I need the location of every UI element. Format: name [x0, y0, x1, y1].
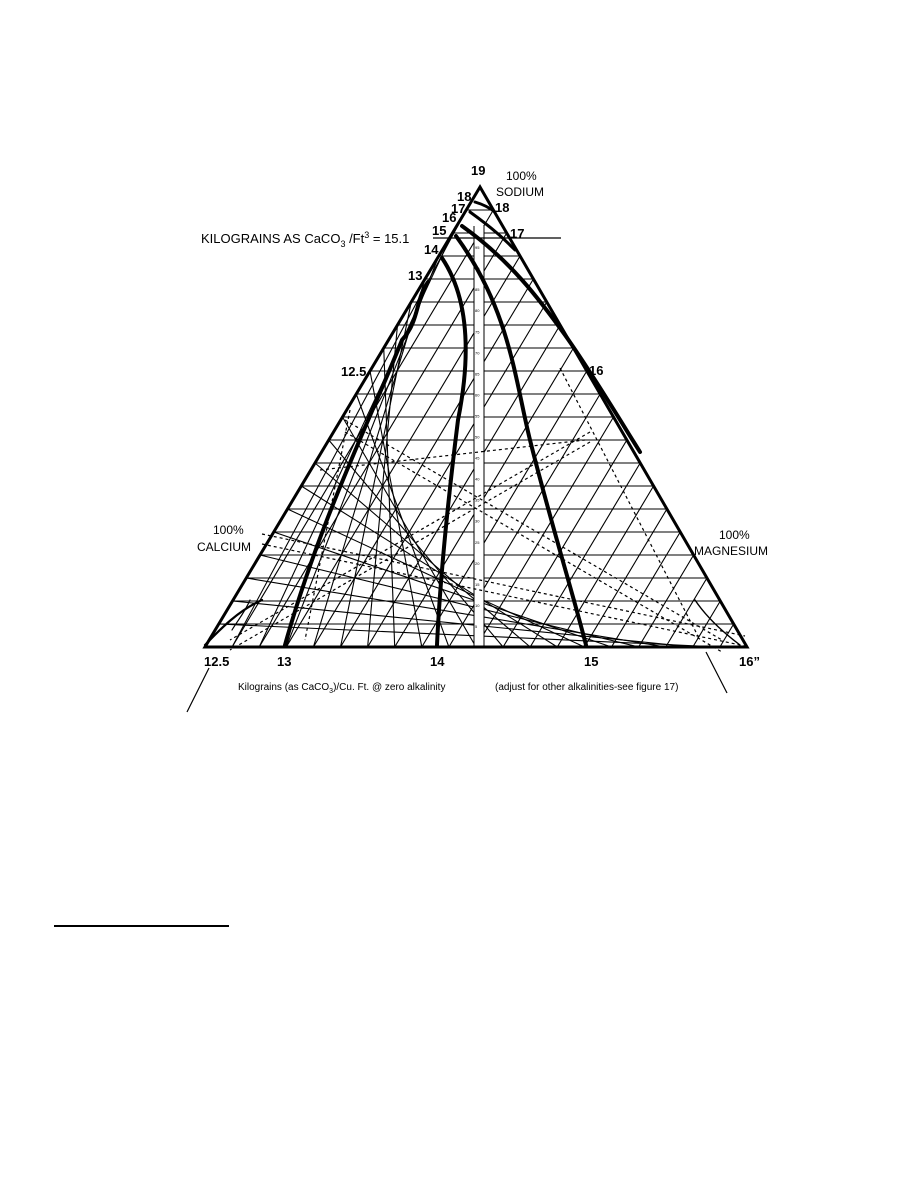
- grid-line-falling: [342, 416, 477, 648]
- dashed-band-line: [261, 533, 746, 637]
- triangle-outline: [202, 184, 750, 649]
- curve-13: [283, 280, 430, 647]
- magnesium-label-percent: 100%: [719, 528, 750, 542]
- capacity-title: KILOGRAINS AS CaCO3 /Ft3 = 15.1: [201, 230, 409, 249]
- calcium-label-percent: 100%: [213, 523, 244, 537]
- grid-line-rising: [475, 416, 614, 648]
- center-scale-tick-label: 55: [475, 413, 480, 418]
- grid-line-rising: [692, 600, 721, 648]
- curve-15: [454, 234, 588, 647]
- grid-line-rising: [502, 439, 628, 648]
- curve-label-bottom-13: 13: [277, 654, 291, 669]
- dashed-bands: [229, 367, 746, 653]
- grid-line-rising: [665, 577, 708, 648]
- center-scale-tick-label: 35: [475, 498, 480, 503]
- curve-label-left-15: 15: [432, 223, 446, 238]
- right-extension-line: [705, 651, 728, 694]
- curve-12-5-inner: [231, 599, 251, 631]
- center-scale-tick-label: 40: [475, 477, 480, 482]
- dashed-band-line: [261, 543, 746, 647]
- caption-left: Kilograins (as CaCO3)/Cu. Ft. @ zero alk…: [238, 682, 445, 695]
- curve-label-bottom-14: 14: [430, 654, 445, 669]
- dashed-band-line: [344, 419, 723, 641]
- grid-line-falling: [367, 324, 399, 648]
- footnote-rule: [54, 925, 229, 927]
- center-scale-tick-label: 15: [475, 582, 480, 587]
- curve-label-right-18: 18: [495, 200, 509, 215]
- grid-line-rising: [719, 623, 735, 648]
- center-scale-tick-label: 30: [475, 519, 480, 524]
- curve-label-left-12-5: 12.5: [341, 364, 366, 379]
- dashed-band-line: [344, 431, 723, 653]
- center-scale-background: [474, 226, 484, 647]
- curve-label-left-16: 16: [442, 210, 456, 225]
- curve-16-base: [694, 599, 741, 646]
- center-scale-tick-label: 95: [475, 245, 480, 250]
- curve-label-left-13: 13: [408, 268, 422, 283]
- grid-line-rising: [556, 485, 655, 648]
- curve-label-bottom-16: 16”: [739, 654, 760, 669]
- calcium-label-name: CALCIUM: [197, 540, 251, 554]
- curve-label-left-14: 14: [424, 242, 439, 257]
- grid-line-rising: [529, 462, 641, 648]
- center-scale-tick-label: 70: [475, 350, 480, 355]
- center-scale-tick-label: 80: [475, 308, 480, 313]
- curve-label-right-17: 17: [510, 226, 524, 241]
- curve-14: [435, 256, 468, 647]
- curve-17: [468, 210, 517, 252]
- center-scale-tick-label: 45: [475, 456, 480, 461]
- grid-line-rising: [638, 554, 695, 648]
- center-scale-tick-label: 5: [475, 624, 478, 629]
- grid-line-falling: [369, 370, 423, 648]
- center-scale-tick-label: 25: [475, 540, 480, 545]
- center-scale-tick-label: 10: [475, 603, 480, 608]
- curve-label-bottom-12-5: 12.5: [204, 654, 229, 669]
- grid-line-rising: [583, 508, 668, 648]
- dashed-band-line: [559, 367, 701, 641]
- grid-line-falling: [383, 347, 396, 648]
- left-extension-line: [186, 667, 210, 713]
- grid-line-rising: [611, 531, 681, 648]
- grid-line-falling: [339, 301, 412, 648]
- curve-label-left-17: 17: [451, 201, 465, 216]
- center-scale-tick-label: 50: [475, 435, 480, 440]
- center-scale-tick-label: 65: [475, 371, 480, 376]
- caption-right: (adjust for other alkalinities-see figur…: [495, 682, 678, 693]
- curve-label-left-18: 18: [457, 189, 471, 204]
- sodium-label-percent: 100%: [506, 169, 537, 183]
- apex-label: 19: [471, 163, 485, 178]
- center-scale-tick-label: 20: [475, 561, 480, 566]
- center-scale-tick-label: 75: [475, 329, 480, 334]
- center-scale-tick-label: 60: [475, 392, 480, 397]
- center-scale-tick-label: 85: [475, 287, 480, 292]
- curve-label-bottom-15: 15: [584, 654, 598, 669]
- sodium-label-name: SODIUM: [496, 185, 544, 199]
- magnesium-label-name: MAGNESIUM: [694, 544, 768, 558]
- curve-label-right-16: 16: [589, 363, 603, 378]
